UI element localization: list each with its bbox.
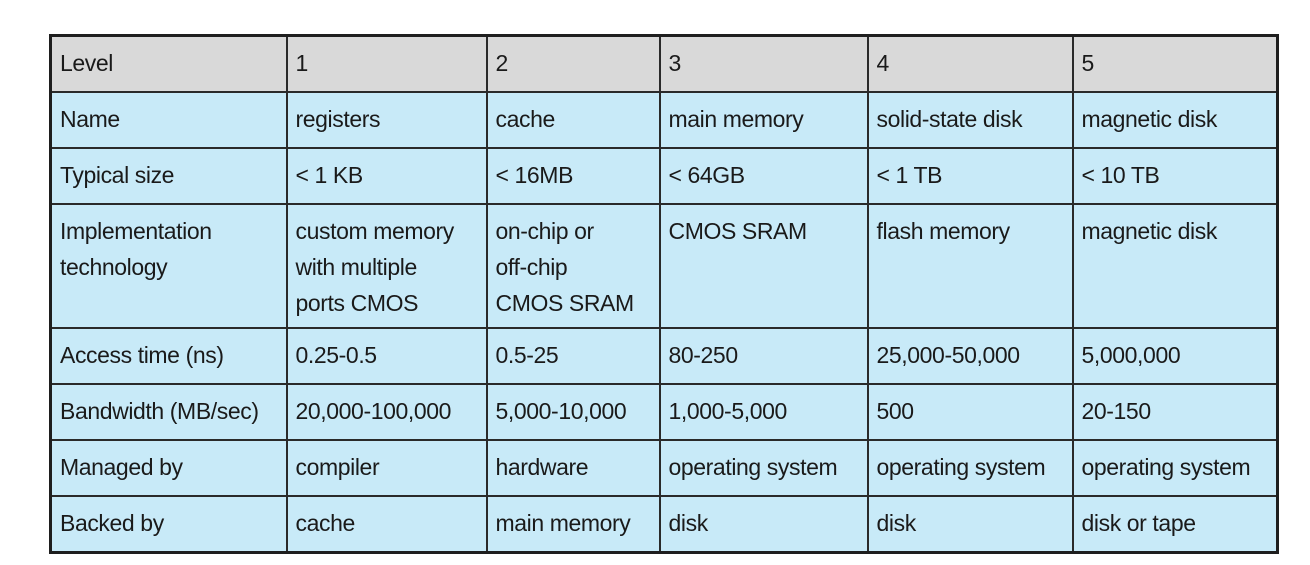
- table-cell: operating system: [866, 439, 1074, 497]
- table-cell: registers: [285, 91, 488, 149]
- table-cell: cache: [285, 495, 488, 554]
- table-cell: main memory: [485, 495, 661, 554]
- table-cell: 5,000,000: [1071, 327, 1279, 385]
- row-label: Backed by: [49, 495, 288, 554]
- row-label: Managed by: [49, 439, 288, 497]
- row-label: Access time (ns): [49, 327, 288, 385]
- table-cell: hardware: [485, 439, 661, 497]
- table-cell: magnetic disk: [1071, 203, 1279, 329]
- table-cell: 5,000-10,000: [485, 383, 661, 441]
- table-cell: disk: [658, 495, 869, 554]
- row-label: Typical size: [49, 147, 288, 205]
- column-header: 5: [1071, 34, 1279, 93]
- table-cell: 25,000-50,000: [866, 327, 1074, 385]
- table-cell: 500: [866, 383, 1074, 441]
- table-row-backed-by: Backed by cache main memory disk disk di…: [49, 495, 1279, 554]
- table-cell: 80-250: [658, 327, 869, 385]
- table-row-implementation-technology: Implementation technology custom memory …: [49, 203, 1279, 329]
- table-cell: flash memory: [866, 203, 1074, 329]
- table-body: Level 1 2 3 4 5 Name registers cache mai…: [49, 34, 1279, 554]
- column-header: 4: [866, 34, 1074, 93]
- table-row-access-time: Access time (ns) 0.25-0.5 0.5-25 80-250 …: [49, 327, 1279, 385]
- table-cell: < 1 TB: [866, 147, 1074, 205]
- table-cell: compiler: [285, 439, 488, 497]
- table-cell: < 16MB: [485, 147, 661, 205]
- header-row: Level 1 2 3 4 5: [49, 34, 1279, 93]
- table-row-managed-by: Managed by compiler hardware operating s…: [49, 439, 1279, 497]
- column-header: 1: [285, 34, 488, 93]
- table-cell: operating system: [1071, 439, 1279, 497]
- table-cell: 20,000-100,000: [285, 383, 488, 441]
- table-cell: CMOS SRAM: [658, 203, 869, 329]
- table-cell: < 10 TB: [1071, 147, 1279, 205]
- table-cell: < 64GB: [658, 147, 869, 205]
- table-cell: 20-150: [1071, 383, 1279, 441]
- row-label: Bandwidth (MB/sec): [49, 383, 288, 441]
- table-cell: disk: [866, 495, 1074, 554]
- memory-hierarchy-table: Level 1 2 3 4 5 Name registers cache mai…: [49, 34, 1279, 554]
- table-cell: 0.25-0.5: [285, 327, 488, 385]
- table-row-bandwidth: Bandwidth (MB/sec) 20,000-100,000 5,000-…: [49, 383, 1279, 441]
- table-cell: custom memory with multiple ports CMOS: [285, 203, 488, 329]
- row-label: Implementation technology: [49, 203, 288, 329]
- row-label: Name: [49, 91, 288, 149]
- table-cell: disk or tape: [1071, 495, 1279, 554]
- table-cell: cache: [485, 91, 661, 149]
- table-cell: operating system: [658, 439, 869, 497]
- table-cell: magnetic disk: [1071, 91, 1279, 149]
- column-header: 3: [658, 34, 869, 93]
- table-cell: 1,000-5,000: [658, 383, 869, 441]
- table-row-typical-size: Typical size < 1 KB < 16MB < 64GB < 1 TB…: [49, 147, 1279, 205]
- table-cell: main memory: [658, 91, 869, 149]
- table-cell: 0.5-25: [485, 327, 661, 385]
- table-cell: solid-state disk: [866, 91, 1074, 149]
- memory-hierarchy-table-container: Level 1 2 3 4 5 Name registers cache mai…: [49, 34, 1279, 554]
- table-cell: on-chip or off-chip CMOS SRAM: [485, 203, 661, 329]
- table-cell: < 1 KB: [285, 147, 488, 205]
- column-header: 2: [485, 34, 661, 93]
- column-header: Level: [49, 34, 288, 93]
- table-row-name: Name registers cache main memory solid-s…: [49, 91, 1279, 149]
